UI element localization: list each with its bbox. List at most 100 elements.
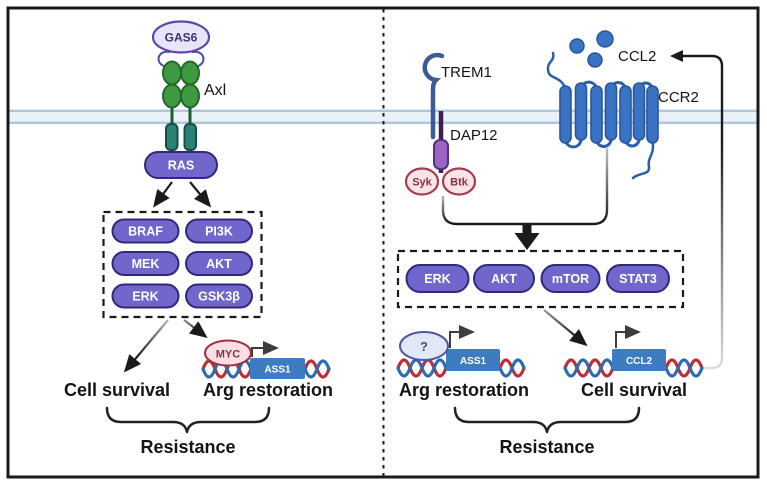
ccl2-label: CCL2 <box>618 48 656 65</box>
axl-receptor: Axl <box>162 60 226 154</box>
arrow-ras-to-cascade-left <box>153 181 173 208</box>
right-panel: TREM1 DAP12 Syk Btk CCL2 <box>396 30 724 457</box>
gas6-ellipse <box>151 20 211 54</box>
feedback-arrowhead <box>670 50 683 62</box>
dap12-adaptor: DAP12 <box>433 111 498 173</box>
pill-erk-left <box>111 283 180 309</box>
arrow-cascade-to-cell-survival <box>123 319 169 373</box>
arrow-cascade-to-ccl2-gene <box>543 309 588 347</box>
ccr2-tm-helix <box>619 85 632 144</box>
right-cascade-pills: ERK AKT mTOR STAT3 <box>405 264 670 293</box>
ccl2-ligand-dots <box>569 30 614 68</box>
axl-ig-domain <box>180 60 200 86</box>
ccr2-tm-helix <box>590 85 603 144</box>
ass1-gene-right: ASS1 ? <box>396 325 526 378</box>
dna-strand-red <box>664 358 704 378</box>
pill-stat3-label: STAT3 <box>619 272 657 286</box>
axl-tm-domain-right <box>183 123 197 151</box>
syk-ellipse <box>404 167 440 196</box>
ccl2-dot <box>596 30 614 48</box>
pill-braf <box>111 218 180 244</box>
ccr2-tm-helix <box>604 82 618 141</box>
ras-pill <box>144 151 218 179</box>
axl-label: Axl <box>204 82 226 99</box>
pill-erk-right <box>405 264 470 293</box>
left-outcome-cell-survival: Cell survival <box>64 380 170 400</box>
ccl2-gene: CCL2 <box>563 325 704 378</box>
pill-erk-left-label: ERK <box>132 290 158 304</box>
gas6-label: GAS6 <box>165 31 198 45</box>
right-cascade-box <box>396 249 685 309</box>
dap12-domain <box>433 139 449 170</box>
trem1-receptor: TREM1 <box>422 52 492 140</box>
pill-gsk3b-label: GSK3β <box>198 290 240 304</box>
right-resistance-label: Resistance <box>499 437 594 457</box>
axl-tm-domain-left <box>165 123 179 151</box>
ccl2-dot <box>587 52 603 68</box>
ras-node: RAS <box>144 151 218 179</box>
left-resistance-brace <box>105 406 271 434</box>
convergence-arrowhead <box>514 222 540 250</box>
pill-akt-right-label: AKT <box>491 272 517 286</box>
pill-gsk3b <box>185 283 253 309</box>
ccl2-gene-box <box>612 349 666 371</box>
btk-ellipse <box>441 167 477 196</box>
ccr2-tm-helix <box>632 82 646 141</box>
dap12-label: DAP12 <box>450 127 498 144</box>
unknown-transcription-factor <box>399 331 449 361</box>
right-outcome-cell-survival: Cell survival <box>581 380 687 400</box>
axl-ig-domain <box>162 83 182 109</box>
syk-label: Syk <box>412 177 432 189</box>
convergence-line-ccr2 <box>530 148 609 226</box>
arrow-cascade-to-myc <box>183 319 208 338</box>
transcription-arrow-ass1-left <box>251 341 279 357</box>
ass1-gene-box <box>250 358 305 379</box>
myc-transcription-factor <box>204 339 252 367</box>
ccr2-receptor: CCR2 <box>546 51 699 180</box>
ass1-gene-left: ASS1 MYC <box>201 339 331 379</box>
transcription-arrow-ccl2 <box>615 325 641 348</box>
right-resistance-brace <box>453 406 641 434</box>
dna-strand-blue <box>396 358 448 378</box>
dna-strand-blue <box>664 358 704 378</box>
ass1-gene-right-label: ASS1 <box>460 356 487 367</box>
convergence-line-trem1 <box>441 196 524 226</box>
pill-pi3k-label: PI3K <box>205 225 233 239</box>
pill-mtor-label: mTOR <box>552 272 589 286</box>
pill-akt-right <box>473 264 535 293</box>
trem1-label: TREM1 <box>441 64 492 81</box>
ccr2-tm-helix <box>646 85 659 144</box>
axl-ig-domain <box>180 83 200 109</box>
pill-pi3k <box>185 218 253 244</box>
ccr2-label: CCR2 <box>658 89 699 106</box>
btk-kinase: Btk <box>441 167 477 196</box>
pill-mek-label: MEK <box>132 257 160 271</box>
syk-kinase: Syk <box>404 167 440 196</box>
pill-mtor <box>540 264 601 293</box>
pill-braf-label: BRAF <box>128 225 163 239</box>
pill-stat3 <box>606 264 670 293</box>
figure-border <box>6 6 760 479</box>
left-resistance-label: Resistance <box>140 437 235 457</box>
transcription-arrow-ass1-right <box>449 325 475 348</box>
left-panel: GAS6 Axl RAS <box>64 20 333 457</box>
left-cascade-pills: BRAF PI3K MEK AKT ERK GSK3β <box>111 218 253 309</box>
axl-ig-domain <box>162 60 182 86</box>
ras-label: RAS <box>168 159 194 173</box>
myc-label: MYC <box>216 349 241 361</box>
feedback-arrow-ccl2 <box>678 54 724 370</box>
dna-strand-blue <box>563 358 615 378</box>
ccr2-c-terminus <box>631 139 655 180</box>
unknown-tf-label: ? <box>420 339 428 354</box>
gas6-ligand: GAS6 <box>151 20 211 54</box>
pill-mek <box>111 251 180 276</box>
ccl2-dot <box>569 38 585 54</box>
right-outcome-arg-restoration: Arg restoration <box>399 380 529 400</box>
ccr2-tm-helix <box>574 82 588 141</box>
btk-label: Btk <box>450 177 469 189</box>
ccr2-n-terminus <box>546 51 567 91</box>
ass1-gene-label: ASS1 <box>264 365 291 376</box>
ass1-gene-box-right <box>446 349 500 371</box>
